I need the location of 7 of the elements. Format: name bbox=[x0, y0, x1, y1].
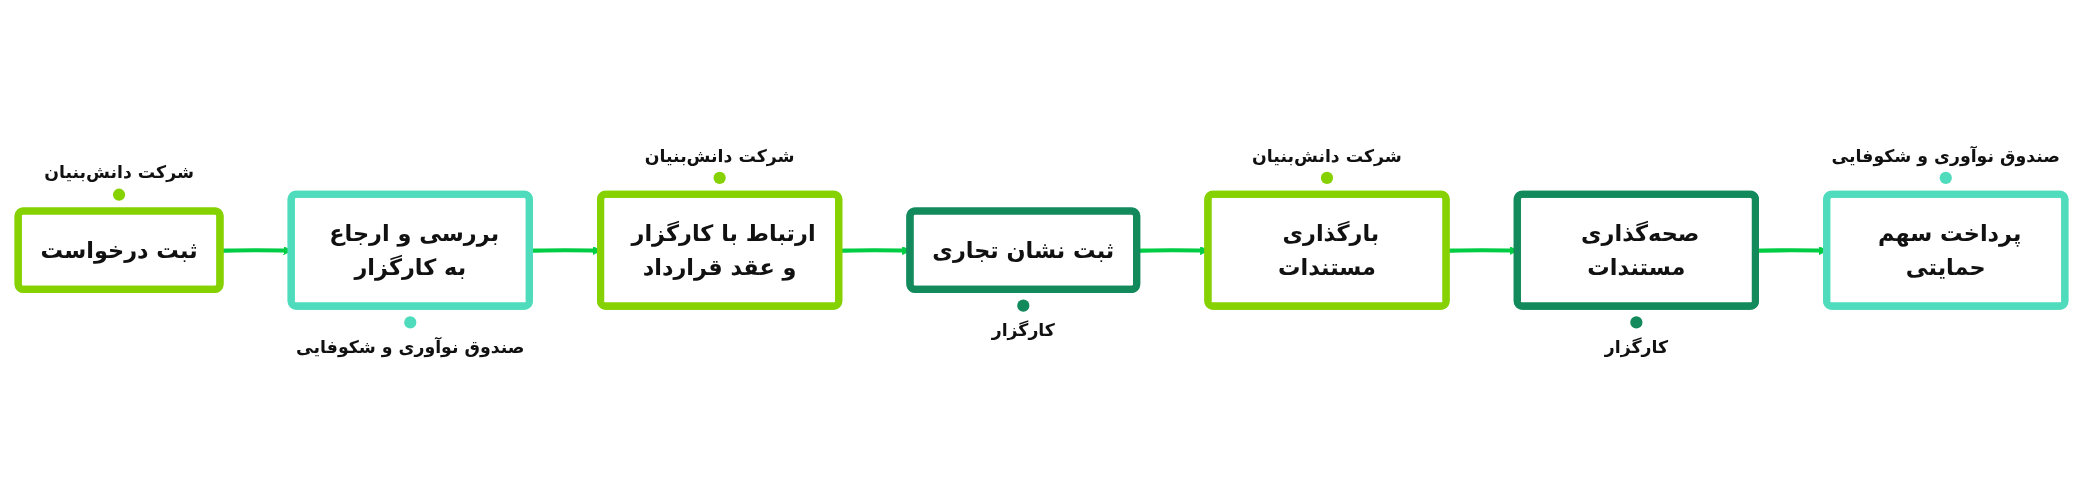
role-label: صندوق نوآوری و شکوفایی bbox=[1831, 145, 2060, 166]
role-label: شرکت دانش‌بنیان bbox=[644, 145, 795, 166]
role-label: شرکت دانش‌بنیان bbox=[44, 162, 194, 183]
role-label: کارگزار bbox=[1604, 336, 1668, 357]
role-label: صندوق نوآوری و شکوفایی bbox=[296, 336, 525, 357]
role-label: شرکت دانش‌بنیان bbox=[1252, 145, 1402, 166]
role-label: کارگزار bbox=[991, 320, 1055, 340]
